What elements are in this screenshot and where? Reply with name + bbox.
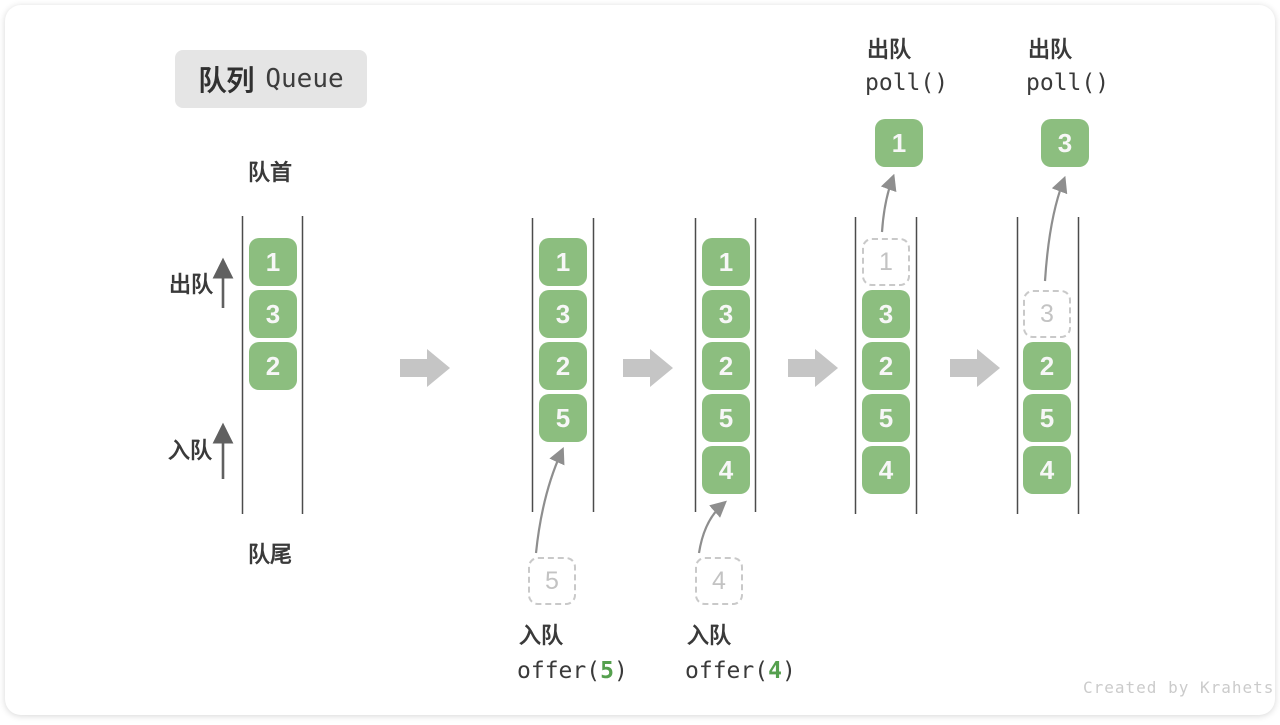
enqueue-op-label: 入队 bbox=[519, 623, 564, 648]
dequeued-item: 3 bbox=[1041, 119, 1089, 167]
queue-item: 5 bbox=[862, 394, 910, 442]
code-post: ) bbox=[781, 658, 796, 684]
dequeue-arrow-icon bbox=[880, 173, 897, 233]
queue-item: 1 bbox=[702, 238, 750, 286]
queue-front-label: 队首 bbox=[248, 160, 293, 185]
queue-walls bbox=[241, 216, 1080, 514]
watermark: Created by Krahets bbox=[1083, 678, 1275, 697]
queue-item: 2 bbox=[702, 342, 750, 390]
dequeue-op-code: poll() bbox=[865, 70, 949, 96]
queue-item: 3 bbox=[249, 290, 297, 338]
code-pre: offer( bbox=[517, 658, 601, 684]
code-post: ) bbox=[613, 658, 628, 684]
enqueue-arrow-icon bbox=[534, 446, 565, 554]
queue-item: 3 bbox=[702, 290, 750, 338]
queue-item: 1 bbox=[539, 238, 587, 286]
queue-item: 3 bbox=[862, 290, 910, 338]
queue-item: 2 bbox=[539, 342, 587, 390]
enqueue-pending-item: 5 bbox=[528, 557, 576, 605]
queue-item: 4 bbox=[862, 446, 910, 494]
dequeue-op-label: 出队 bbox=[867, 37, 912, 62]
enqueue-pending-item: 4 bbox=[695, 557, 743, 605]
dequeue-side-label: 出队 bbox=[169, 272, 214, 297]
diagram-canvas: 队列 Queue 队首 队尾 出队 入队 1 3 2 1 3 2 5 1 3 2… bbox=[5, 5, 1275, 715]
title-en: Queue bbox=[265, 64, 344, 94]
dequeue-op-code: poll() bbox=[1026, 70, 1110, 96]
dequeue-op-label: 出队 bbox=[1028, 37, 1073, 62]
code-pre: offer( bbox=[685, 658, 769, 684]
enqueue-op-code: offer(5) bbox=[517, 656, 628, 686]
enqueue-side-label: 入队 bbox=[168, 438, 213, 463]
step-arrow-icon bbox=[788, 349, 838, 387]
queue-item: 4 bbox=[1023, 446, 1071, 494]
enqueue-op-code: offer(4) bbox=[685, 656, 796, 686]
queue-item: 4 bbox=[702, 446, 750, 494]
queue-item: 2 bbox=[249, 342, 297, 390]
arrows-layer bbox=[212, 173, 1080, 554]
queue-item: 2 bbox=[862, 342, 910, 390]
queue-item: 3 bbox=[539, 290, 587, 338]
queue-rear-label: 队尾 bbox=[248, 542, 293, 567]
queue-item: 1 bbox=[249, 238, 297, 286]
step-arrow-icon bbox=[400, 349, 450, 387]
dequeue-arrow-icon bbox=[1043, 175, 1068, 282]
enqueue-op-label: 入队 bbox=[687, 623, 732, 648]
queue-item: 5 bbox=[702, 394, 750, 442]
title-badge: 队列 Queue bbox=[175, 50, 367, 108]
title-zh: 队列 bbox=[198, 65, 255, 96]
step-arrow-icon bbox=[623, 349, 673, 387]
enqueue-arrow-icon bbox=[697, 500, 727, 554]
code-arg: 4 bbox=[768, 658, 782, 684]
queue-item-ghost: 1 bbox=[862, 238, 910, 286]
code-arg: 5 bbox=[600, 658, 614, 684]
queue-item: 5 bbox=[1023, 394, 1071, 442]
step-arrow-icon bbox=[950, 349, 1000, 387]
queue-item: 5 bbox=[539, 394, 587, 442]
dequeued-item: 1 bbox=[875, 119, 923, 167]
queue-item-ghost: 3 bbox=[1023, 290, 1071, 338]
queue-item: 2 bbox=[1023, 342, 1071, 390]
